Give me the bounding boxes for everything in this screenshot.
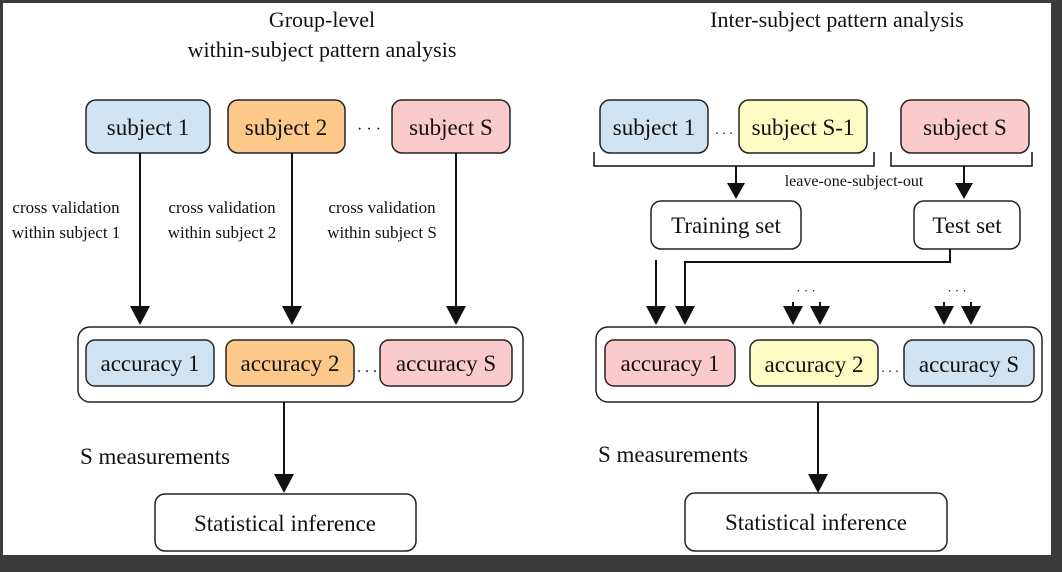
right-accuracy-1-box: [604, 339, 736, 387]
right-subject-s-label: subject S: [923, 115, 1007, 140]
right-measurements-label: S measurements: [598, 442, 748, 467]
right-subject-1-box: [599, 99, 709, 154]
right-accuracy-s-label: accuracy S: [919, 352, 1019, 377]
left-inference-label: Statistical inference: [194, 511, 376, 536]
right-subject-dots: . . .: [715, 123, 733, 138]
right-accuracy-2-label: accuracy 2: [765, 352, 864, 377]
left-accuracy-1-label: accuracy 1: [101, 351, 200, 376]
left-cv-label-sb: within subject S: [327, 223, 437, 242]
right-inference-label: Statistical inference: [725, 510, 907, 535]
right-training-label: Training set: [671, 213, 781, 238]
left-accuracy-s-box: [379, 339, 513, 387]
right-inference-box: [684, 492, 948, 552]
left-title-line1: Group-level: [269, 7, 375, 32]
right-subject-s-minus-1-label: subject S-1: [752, 115, 855, 140]
right-subject-s-box: [900, 99, 1030, 154]
left-accuracy-2-box: [225, 339, 355, 387]
left-cv-label-sa: cross validation: [328, 198, 436, 217]
right-training-arrow-head: [727, 183, 745, 199]
left-subject-1-box: [85, 99, 211, 154]
left-accuracy-s-label: accuracy S: [396, 351, 496, 376]
right-accuracy-2-box: [749, 339, 879, 387]
left-arrow-2-head: [282, 306, 302, 325]
left-title-line2: within-subject pattern analysis: [188, 37, 457, 62]
left-subject-2-box: [227, 99, 346, 154]
right-loso-label: leave-one-subject-out: [785, 173, 924, 190]
right-acc2-arrow-a-head: [783, 306, 803, 325]
right-test-to-acc-line: [684, 249, 951, 312]
right-accs-arrow-b-head: [961, 306, 981, 325]
right-subject-1-label: subject 1: [613, 115, 695, 140]
left-cv-label-1a: cross validation: [12, 198, 120, 217]
right-test-bracket: [890, 152, 1033, 167]
left-subject-1-label: subject 1: [107, 115, 189, 140]
right-subject-s-minus-1-box: [738, 99, 868, 154]
left-subject-s-label: subject S: [409, 115, 493, 140]
right-accuracy-s-box: [903, 339, 1035, 387]
left-accuracy-1-box: [85, 339, 215, 387]
right-test-to-acc-head: [675, 306, 695, 325]
right-test-label: Test set: [932, 213, 1002, 238]
right-accs-arrow-dots: · · ·: [947, 283, 967, 298]
left-accuracy-dots: . . .: [357, 359, 377, 376]
right-training-box: [650, 200, 802, 250]
right-test-arrow-head: [955, 183, 973, 199]
left-subject-2-label: subject 2: [245, 115, 327, 140]
right-train-to-acc-head: [646, 306, 666, 325]
right-training-bracket: [593, 152, 875, 167]
right-accuracy-1-label: accuracy 1: [621, 351, 720, 376]
right-accs-arrow-a-head: [934, 306, 954, 325]
right-acc2-arrow-dots: · · ·: [796, 283, 816, 298]
right-test-box: [913, 200, 1021, 250]
right-title: Inter-subject pattern analysis: [710, 7, 964, 32]
left-inference-arrow-head: [274, 474, 294, 493]
left-measurements-label: S measurements: [80, 444, 230, 469]
left-arrow-1-head: [130, 306, 150, 325]
left-cv-label-2b: within subject 2: [168, 223, 277, 242]
left-arrow-s-head: [446, 306, 466, 325]
right-acc2-arrow-b-head: [810, 306, 830, 325]
right-inference-arrow-head: [808, 474, 828, 493]
left-subject-s-box: [391, 99, 511, 154]
left-inference-box: [154, 493, 417, 552]
panel-background: [3, 3, 1051, 555]
left-subject-dots: · · ·: [357, 121, 381, 138]
left-cv-label-1b: within subject 1: [12, 223, 121, 242]
left-cv-label-2a: cross validation: [168, 198, 276, 217]
left-accuracy-2-label: accuracy 2: [241, 351, 340, 376]
right-accuracy-dots: . . .: [881, 361, 899, 376]
